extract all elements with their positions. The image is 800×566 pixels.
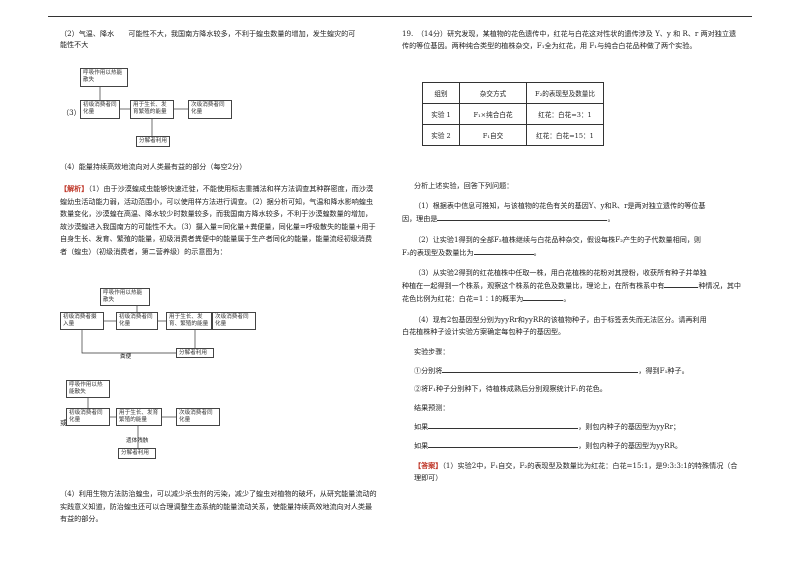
table-header-cell: 组别: [422, 82, 460, 104]
d3-primary-box: 初级消费者同化量: [66, 408, 110, 426]
table-row: 实验 2 F₁自交 红花：白花=15：1: [422, 124, 604, 146]
subq3-text-2: 种情况，其中: [698, 281, 742, 291]
answer-blank-2[interactable]: [473, 246, 534, 255]
table-cell: 实验 2: [422, 124, 460, 146]
subq2-line2: F₃的表现型及数量比为。: [402, 246, 541, 257]
d2-feces-label: 粪便: [120, 354, 132, 360]
subq4-line1: （4）现有2包基因型分别为yyRr和yyRR的该植物种子，由于标签丢失而无法区分…: [414, 314, 707, 324]
experiment-table: 组别 杂交方式 F₂的表现型及数量比 实验 1 F₁×纯合白花 红花：白花=3：…: [422, 82, 604, 146]
answer-blank-4[interactable]: [523, 292, 564, 302]
step1-text: ①分别将: [414, 366, 443, 376]
subq1-text: 因，理由是: [402, 214, 438, 224]
answer-blank-1[interactable]: [437, 212, 608, 222]
d2-assimilation-box: 初级消费者同化量: [116, 312, 158, 330]
step1: ①分别将 ，得到F₁种子。: [414, 364, 742, 377]
d3-remains-label: 遗体残骸: [126, 438, 149, 444]
predict-label: 结果预测：: [414, 402, 450, 412]
table-cell: 红花：白花=15：1: [526, 124, 604, 146]
d2-primary-intake-box: 初级消费者摄入量: [60, 312, 104, 330]
table-header-cell: 杂交方式: [459, 82, 527, 104]
header-rule: [48, 16, 752, 17]
d2-respiration-box: 呼吸作用以热能散失: [100, 288, 150, 306]
result1-text: 如果: [414, 421, 429, 431]
subq3-text-3: 花色比例为红花：白花=1∶1的概率为: [402, 294, 524, 304]
answer-block: 【答案】（1）实验2中，F₁自交，F₂的表现型及数量比为红花：白花=15:1，是…: [414, 460, 742, 484]
q2-answer-cont: 能性不大: [60, 40, 89, 50]
d1-growth-box: 用于生长、发育繁殖的能量: [130, 100, 174, 119]
d3-respiration-box: 呼吸作用以热能散失: [66, 380, 110, 398]
subq2-text: F₃的表现型及数量比为: [402, 247, 474, 257]
left-column: （2）气温、降水 可能性不大，我国南方降水较多，不利于蝗虫数量的增加，发生蝗灾的…: [60, 28, 378, 51]
d2-growth-box: 用于生长、发育、繁殖的能量: [166, 312, 212, 330]
explanation-tag: 【解析】: [60, 184, 89, 193]
q2-answer: （2）气温、降水 可能性不大，我国南方降水较多，不利于蝗虫数量的增加，发生蝗灾的…: [60, 29, 356, 38]
result2-text-2: ，则包内种子的基因型为yyRR。: [578, 441, 683, 451]
analysis-intro: 分析上述实验，回答下列问题：: [414, 181, 514, 190]
answer-blank-3[interactable]: [664, 279, 699, 289]
result1: 如果 ，则包内种子的基因型为yyRr；: [414, 420, 742, 433]
step2: ②将F₁种子分别种下，待植株成熟后分别观察统计F₁的花色。: [414, 384, 607, 394]
subq3-line3: 花色比例为红花：白花=1∶1的概率为。: [402, 292, 571, 304]
subq2-line1: （2）让实验1得到的全部F₂植株继续与白花品种杂交，假设每株F₂产生的子代数量相…: [414, 234, 702, 244]
q4-explanation: （4）利用生物方法防治蝗虫，可以减少杀虫剂的污染，减少了蝗虫对植物的破坏，从研究…: [60, 489, 377, 524]
d3-growth-box: 用于生长、发育繁殖的能量: [116, 408, 162, 426]
subq3-line1: （3）从实验2得到的红花植株中任取一株，用白花植株的花粉对其授粉，收获所有种子并…: [414, 268, 707, 278]
result2-text: 如果: [414, 441, 429, 451]
d2-decomposer-box: 分解者利用: [176, 348, 214, 358]
result2: 如果 ，则包内种子的基因型为yyRR。: [414, 439, 742, 452]
table-cell: F₁自交: [459, 124, 527, 146]
table-cell: F₁×纯合白花: [459, 103, 527, 125]
table-row: 实验 1 F₁×纯合白花 红花：白花=3：1: [422, 103, 604, 125]
explanation-text: （1）由于沙漠蝗成虫能够快速迁徙，不能使用标志重捕法和样方法调查其种群密度，而沙…: [60, 184, 376, 256]
table-cell: 实验 1: [422, 103, 460, 125]
d1-decomposer-box: 分解者利用: [136, 136, 170, 147]
d1-respiration-box: 呼吸作用以热能散失: [80, 68, 128, 87]
subq4-line2: 白花植株种子设计实验方案确定每包种子的基因型。: [402, 326, 566, 336]
answer-blank-5[interactable]: [442, 364, 639, 374]
d1-secondary-box: 次级消费者同化量: [188, 100, 232, 119]
table-header-cell: F₂的表现型及数量比: [526, 82, 604, 104]
questions-block: 分析上述实验，回答下列问题： （1）根据表中信息可推知，与该植物的花色有关的基因…: [402, 180, 742, 485]
answer-blank-7[interactable]: [428, 439, 579, 449]
d3-decomposer-box: 分解者利用: [118, 448, 156, 459]
q3-label: （3）: [62, 108, 81, 117]
subq3-text: 种植在一起得到一个株系，观察这个株系的花色及数量比，理论上，在所有株系中有: [402, 281, 665, 291]
d2-secondary-box: 次级消费者同化量: [212, 312, 256, 330]
steps-label: 实验步骤：: [414, 347, 450, 357]
subq3-line2: 种植在一起得到一个株系，观察这个株系的花色及数量比，理论上，在所有株系中有 种情况…: [402, 279, 742, 292]
answer-blank-6[interactable]: [428, 420, 579, 429]
q4-answer: （4）能量持续高效地流向对人类最有益的部分（每空2分）: [60, 162, 247, 171]
table-header-row: 组别 杂交方式 F₂的表现型及数量比: [422, 82, 604, 104]
answer-tag: 【答案】: [414, 461, 443, 471]
subq1-line2: 因，理由是。: [402, 212, 615, 224]
explanation: 【解析】（1）由于沙漠蝗成虫能够快速迁徙，不能使用标志重捕法和样方法调查其种群密…: [60, 183, 378, 259]
question-19: 19. （14分）研究发现，某植物的花色遗传中，红花与白花这对性状的遗传涉及 Y…: [402, 29, 737, 51]
table-cell: 红花：白花=3：1: [526, 103, 604, 125]
result1-text-2: ，则包内种子的基因型为yyRr；: [578, 421, 681, 431]
answer-text: （1）实验2中，F₁自交，F₂的表现型及数量比为红花：白花=15:1，是9:3:…: [414, 461, 738, 483]
or-label: 或: [60, 418, 68, 427]
d3-secondary-box: 次级消费者同化量: [176, 408, 220, 426]
d1-primary-box: 初级消费者同化量: [80, 100, 120, 119]
step1-text-2: ，得到F₁种子。: [638, 366, 689, 376]
subq1-line1: （1）根据表中信息可推知，与该植物的花色有关的基因Y、y和R、r是两对独立遗传的…: [414, 201, 706, 211]
